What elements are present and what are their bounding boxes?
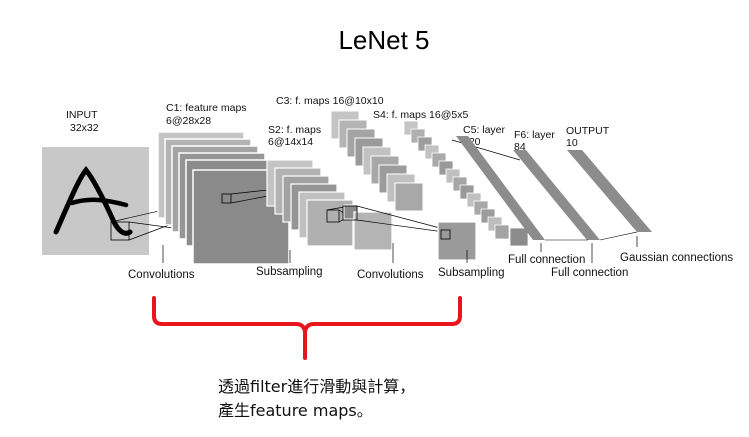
c1-size: 6@28x28 [166, 115, 211, 127]
input-receptive-field [110, 221, 130, 241]
input-size: 32x32 [70, 122, 99, 134]
diagram-title: LeNet 5 [338, 25, 429, 55]
c3-layer: C3: f. maps 16@10x10 [276, 95, 424, 251]
s2-label: S2: f. maps [268, 124, 321, 136]
operation-labels: Convolutions Subsampling Convolutions Su… [128, 252, 733, 281]
handwritten-a-glyph [53, 165, 133, 236]
s4-front-map [437, 221, 477, 261]
c5-band [456, 136, 545, 240]
op-convolutions-1: Convolutions [128, 269, 195, 281]
op-full-connection-2: Full connection [551, 267, 628, 279]
dense-layers: C5: layer 120 F6: layer 84 OUTPUT 10 [451, 124, 652, 241]
c3-label: C3: f. maps 16@10x10 [276, 95, 384, 107]
c1-label: C1: feature maps [166, 102, 247, 114]
f6-label: F6: layer [514, 129, 555, 141]
op-gaussian-connections: Gaussian connections [620, 252, 733, 264]
c1-pool-window [221, 193, 232, 204]
input-layer: INPUT 32x32 [42, 109, 149, 255]
f6-size: 84 [514, 141, 526, 153]
output-size: 10 [566, 137, 578, 149]
op-subsampling-1: Subsampling [256, 266, 322, 278]
annotation-line-2: 產生feature maps。 [218, 401, 373, 420]
output-label: OUTPUT [566, 125, 610, 137]
projection-c3-s4 [356, 205, 445, 233]
op-subsampling-2: Subsampling [438, 267, 504, 279]
f6-band [513, 150, 600, 240]
annotation-line-1: 透過filter進行滑動與計算， [218, 377, 415, 396]
c3-front-map [353, 211, 393, 251]
s4-label: S4: f. maps 16@5x5 [373, 109, 468, 121]
output-band [567, 150, 652, 232]
input-label: INPUT [66, 109, 98, 121]
op-full-connection-1: Full connection [508, 254, 585, 266]
handwritten-a-crossbar [69, 197, 129, 208]
red-bracket [152, 296, 462, 360]
s4-layer: S4: f. maps 16@5x5 [373, 109, 529, 261]
operation-ticks [162, 236, 638, 263]
c5-label: C5: layer [463, 124, 506, 136]
c1-layer: C1: feature maps 6@28x28 [157, 102, 290, 265]
s2-size: 6@14x14 [268, 136, 313, 148]
s2-layer: S2: f. maps 6@14x14 [266, 124, 354, 247]
op-convolutions-2: Convolutions [357, 269, 424, 281]
